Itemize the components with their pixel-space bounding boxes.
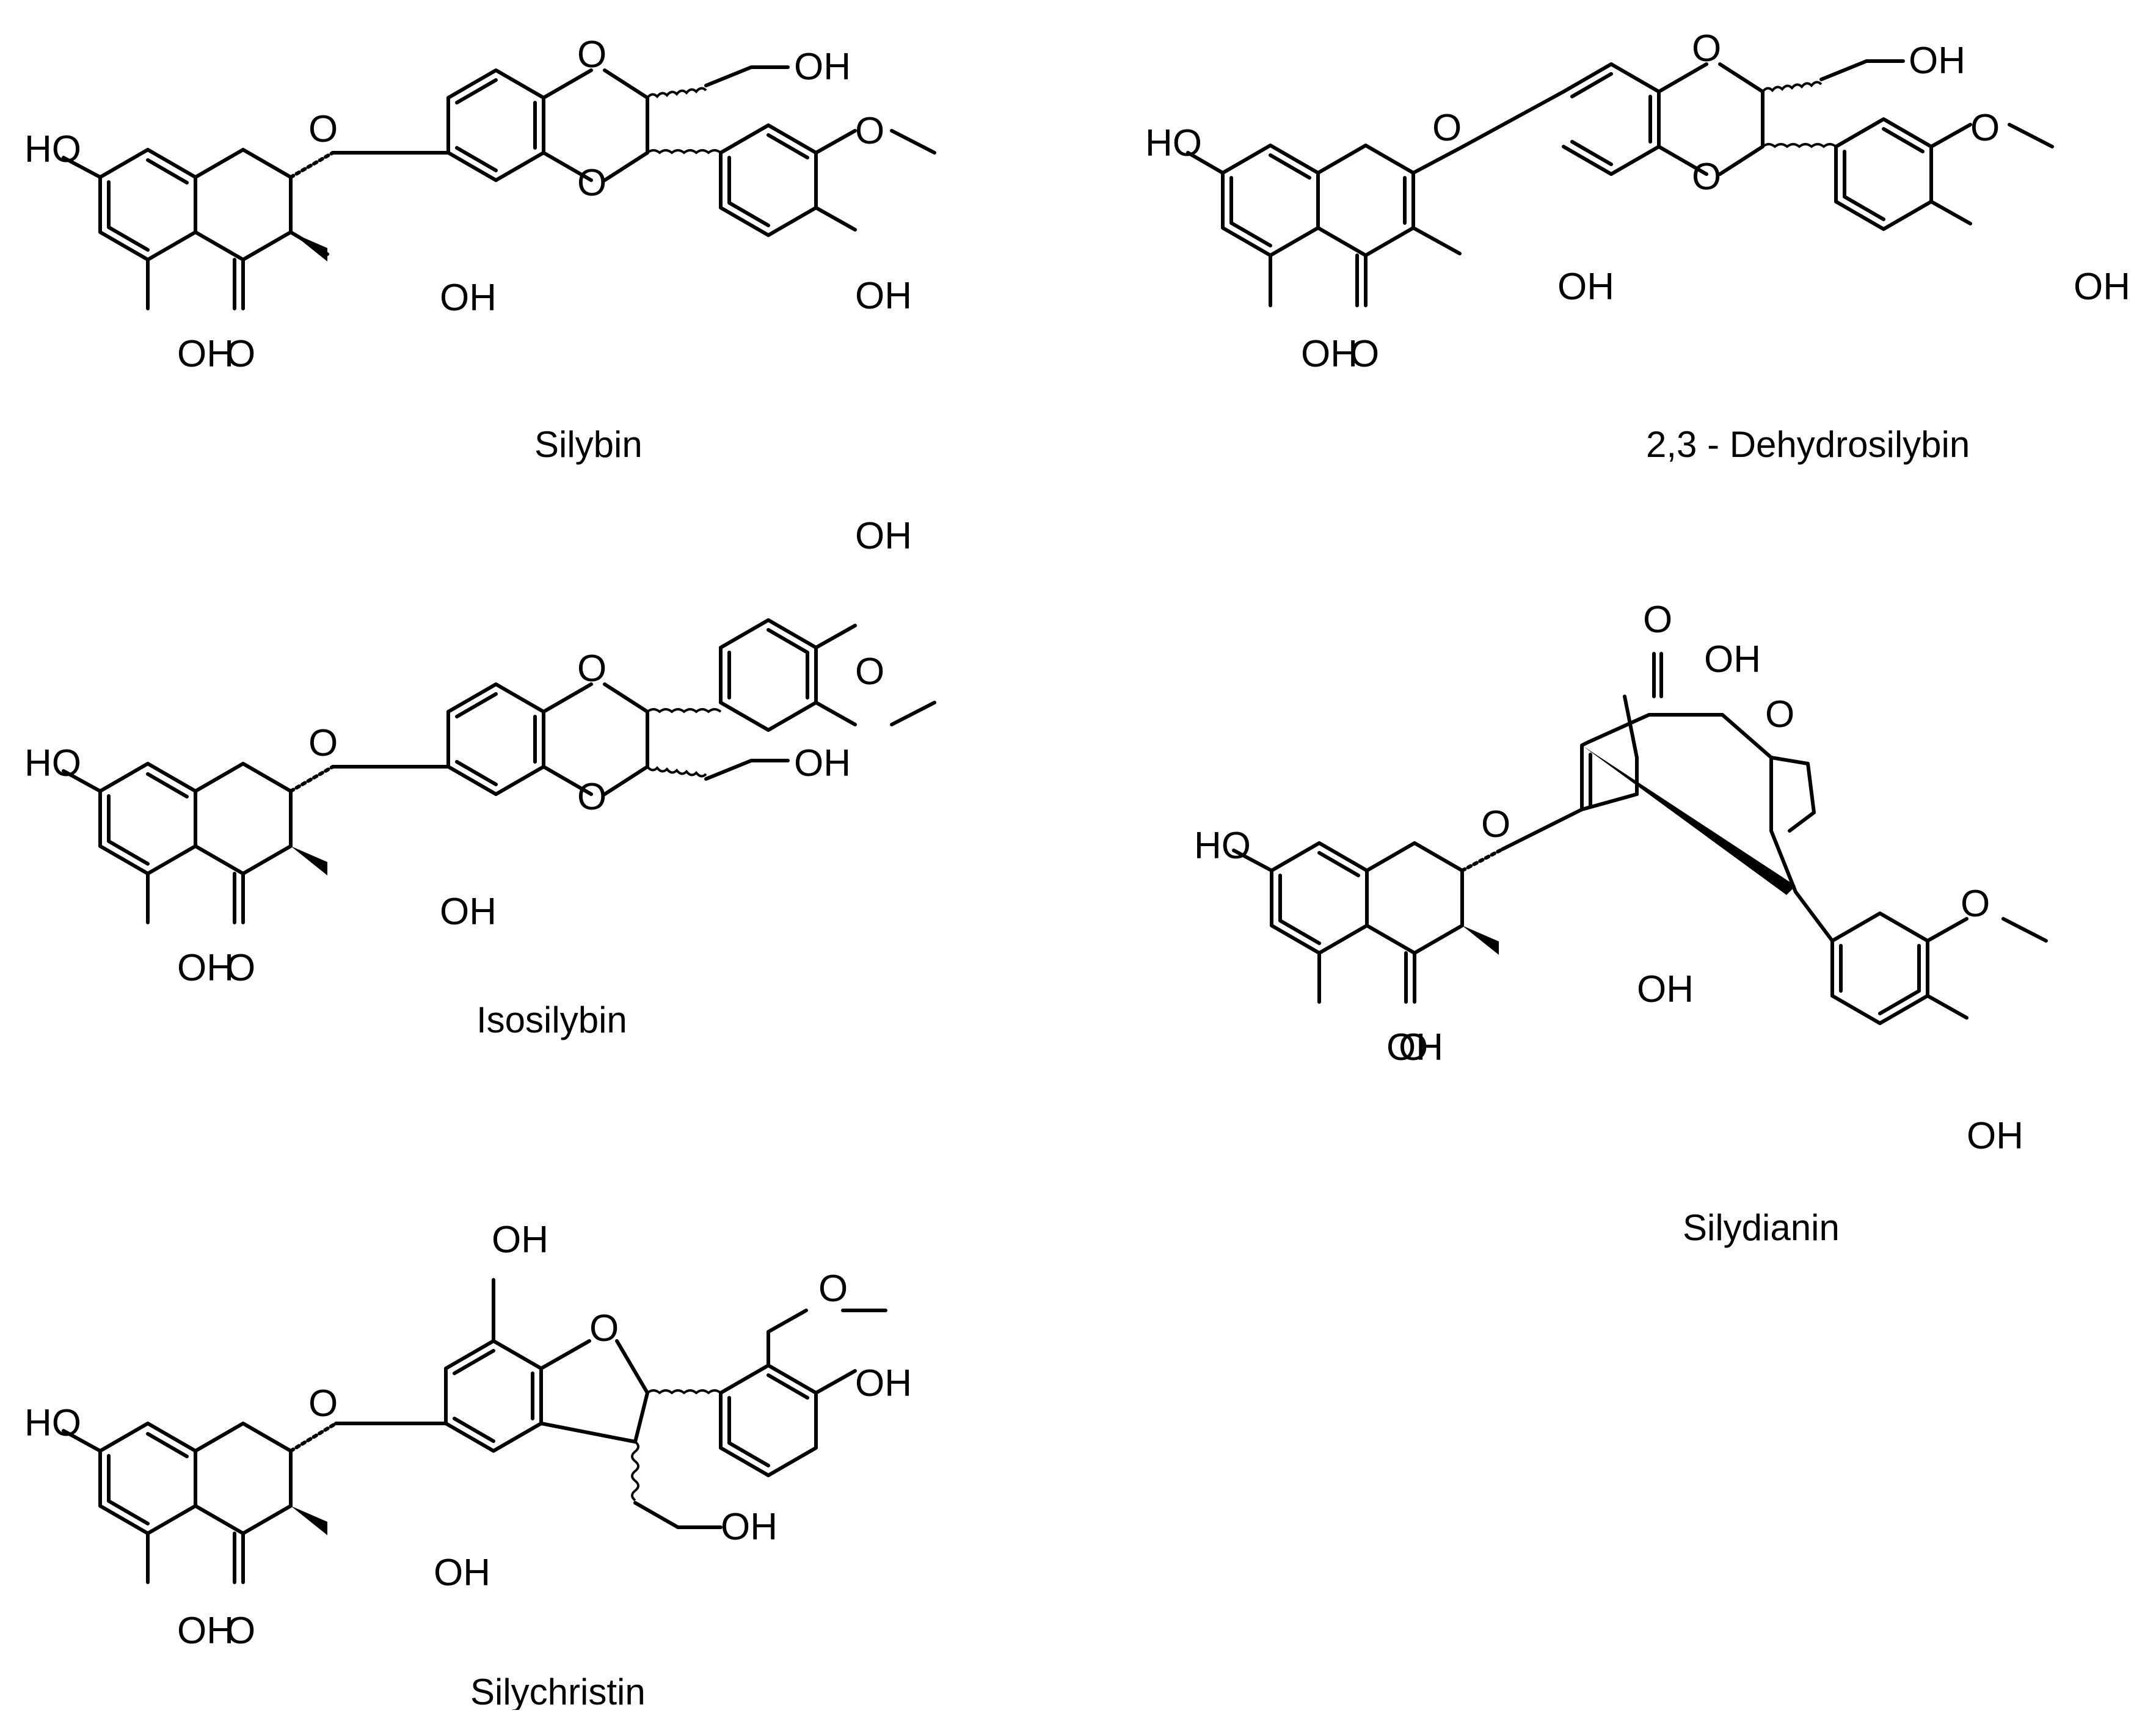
atom-label: O <box>308 722 338 764</box>
atom-label: O <box>818 1268 848 1310</box>
atom-label: HO <box>1145 122 1202 164</box>
atom-label: O <box>577 648 606 690</box>
atom-label: O <box>855 651 884 693</box>
atom-label: OH <box>440 891 497 933</box>
atom-label: O <box>1643 599 1672 641</box>
atom-label: OH <box>855 275 912 317</box>
atom-label: OH <box>177 947 234 989</box>
atom-label: HO <box>24 1402 81 1444</box>
atom-label: OH <box>794 742 851 784</box>
structure-dehydrosilybin: HO O OH O OH O O OH O OH 2,3 - Dehydrosi… <box>1145 27 2130 465</box>
caption-silydianin: Silydianin <box>1683 1207 1840 1248</box>
atom-label: O <box>226 1610 255 1652</box>
atom-label: OH <box>2074 266 2130 308</box>
atom-label: O <box>1432 107 1462 149</box>
atom-label: OH <box>794 46 851 88</box>
caption-isosilybin: Isosilybin <box>476 999 627 1040</box>
atom-label: O <box>1481 803 1510 846</box>
atom-label: O <box>855 110 884 152</box>
atom-label: OH <box>1301 333 1358 375</box>
atom-label: O <box>1692 27 1721 70</box>
structure-isosilybin: HO O OH O OH O O OH O OH Isosilybin <box>24 515 936 1040</box>
atom-label: HO <box>24 742 81 784</box>
structure-silybin: HO O OH O OH O O OH O OH Silybin <box>24 34 936 465</box>
atom-label: O <box>1765 693 1794 736</box>
caption-silychristin: Silychristin <box>470 1671 646 1710</box>
atom-label: OH <box>1967 1115 2023 1157</box>
atom-label: OH <box>1386 1026 1443 1068</box>
atom-label: HO <box>24 128 81 170</box>
atom-label: OH <box>492 1219 548 1261</box>
atom-label: O <box>1961 883 1990 925</box>
atom-label: OH <box>1637 968 1694 1010</box>
atom-label: OH <box>1909 40 1965 82</box>
atom-label: OH <box>1704 638 1761 681</box>
atom-label: O <box>308 108 338 150</box>
atom-label: O <box>1970 107 2000 149</box>
atom-label: OH <box>1557 266 1614 308</box>
atom-label: O <box>589 1307 619 1350</box>
atom-label: O <box>1350 333 1379 375</box>
caption-dehydrosilybin: 2,3 - Dehydrosilybin <box>1646 424 1970 465</box>
atom-label: O <box>1399 1026 1428 1068</box>
atom-label: O <box>577 162 606 204</box>
atom-label: O <box>577 776 606 818</box>
atom-label: OH <box>855 515 912 557</box>
atom-label: HO <box>1194 825 1251 867</box>
caption-silybin: Silybin <box>534 424 643 465</box>
atom-label: O <box>1692 156 1721 198</box>
atom-label: OH <box>177 1610 234 1652</box>
atom-label: O <box>308 1382 338 1425</box>
atom-label: OH <box>440 277 497 319</box>
atom-label: OH <box>721 1506 778 1548</box>
structure-silydianin: HO O OH O OH O OH O O OH Silydianin <box>1194 599 2048 1248</box>
atom-label: OH <box>177 333 234 375</box>
structure-silychristin: HO O OH O OH OH O O OH OH Silychristin <box>24 1219 912 1712</box>
atom-label: O <box>577 34 606 76</box>
atom-label: OH <box>434 1552 490 1594</box>
atom-label: OH <box>855 1362 912 1404</box>
atom-label: O <box>226 333 255 375</box>
atom-label: O <box>226 947 255 989</box>
